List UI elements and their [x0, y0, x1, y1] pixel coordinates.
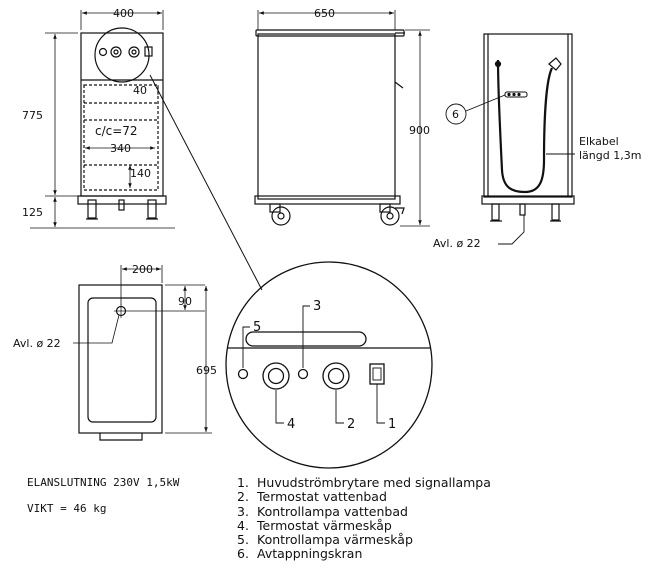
leader-3 [302, 305, 310, 368]
front-leg-left [87, 199, 97, 219]
front-drain [118, 199, 125, 211]
caster-left [271, 206, 291, 226]
side-base [254, 195, 401, 205]
detail-slot [245, 331, 367, 347]
legend-item: 1.Huvudströmbrytare med signallampa [237, 475, 491, 490]
detail-label-5: 5 [253, 320, 261, 335]
dim-shelf-pitch: c/c=72 [95, 124, 138, 138]
cable-plug [548, 57, 562, 71]
side-view [254, 29, 405, 226]
detail-knob-2 [322, 362, 350, 390]
dim-side-width: 650 [314, 7, 335, 20]
back-base [481, 195, 575, 205]
cable-label-line2: längd 1,3m [579, 149, 641, 162]
detail-switch-1 [369, 363, 385, 385]
component-legend: 1.Huvudströmbrytare med signallampa 2.Te… [237, 475, 491, 562]
legend-item: 2.Termostat vattenbad [237, 489, 387, 505]
drain-side-leader [498, 215, 525, 245]
front-lamp-left [98, 47, 108, 57]
caster-brake [395, 207, 405, 215]
detail-label-1: 1 [388, 417, 396, 432]
leader-2 [335, 390, 344, 424]
callout-6-circle [445, 103, 467, 125]
dim-bottom-gap: 140 [130, 167, 151, 180]
dim-shelf-depth: 40 [133, 84, 147, 97]
detail-label-3: 3 [313, 299, 321, 314]
back-leg-right [551, 203, 560, 221]
front-base [77, 195, 167, 205]
front-switch [144, 46, 153, 57]
leader-4 [275, 390, 284, 424]
spec-connection: ELANSLUTNING 230V 1,5kW [27, 476, 180, 489]
detail-lamp-3 [297, 368, 309, 380]
leader-5 [242, 326, 250, 368]
detail-label-4: 4 [287, 417, 295, 432]
power-cable [496, 59, 554, 194]
side-top-lid [255, 29, 405, 37]
drain-side-label: Avl. ø 22 [433, 237, 481, 250]
detail-view [225, 261, 433, 469]
front-knob-left [110, 46, 122, 58]
dim-top-offset-y: 90 [178, 295, 192, 308]
detail-label-2: 2 [347, 417, 355, 432]
cable-label-line1: Elkabel [579, 135, 619, 148]
side-cabinet-body [257, 33, 396, 200]
back-cabinet-body [483, 33, 573, 198]
dim-top-depth: 695 [196, 364, 217, 377]
spec-weight: VIKT = 46 kg [27, 502, 107, 515]
detail-circle-large [225, 261, 433, 469]
dim-leg-height: 125 [22, 206, 43, 219]
legend-item: 6.Avtappningskran [237, 546, 363, 562]
front-dimensions [30, 10, 175, 229]
front-knob-right [128, 46, 140, 58]
callout-6-label: 6 [452, 108, 459, 121]
top-dimensions [73, 265, 212, 434]
legend-item: 4.Termostat värmeskåp [237, 517, 392, 533]
dim-height-total: 900 [409, 124, 430, 137]
legend-item: 5.Kontrollampa värmeskåp [237, 532, 413, 548]
back-drain [519, 203, 526, 216]
detail-circle-small [94, 27, 150, 83]
dim-front-width: 400 [113, 7, 134, 20]
legend-item: 3.Kontrollampa vattenbad [237, 503, 408, 519]
side-dimensions [257, 10, 430, 227]
back-leg-left [491, 203, 500, 221]
callout-6-leader [465, 94, 506, 112]
front-view [77, 27, 167, 220]
front-leg-right [147, 199, 157, 219]
top-water-bath [87, 297, 157, 423]
back-view [481, 33, 575, 222]
side-handle [394, 81, 404, 89]
drain-top-label: Avl. ø 22 [13, 337, 61, 350]
dim-shelf-width: 340 [110, 142, 131, 155]
leader-1 [376, 384, 385, 424]
dim-height-body: 775 [22, 109, 43, 122]
top-view [78, 284, 163, 441]
dim-top-offset-x: 200 [132, 263, 153, 276]
top-outline [78, 284, 163, 434]
detail-leader-line [149, 74, 263, 291]
front-shelf-area [83, 84, 159, 191]
top-handle [99, 433, 143, 441]
drain-tap [504, 91, 528, 98]
detail-lamp-5 [237, 368, 249, 380]
caster-right [380, 206, 400, 226]
detail-knob-4 [262, 362, 290, 390]
